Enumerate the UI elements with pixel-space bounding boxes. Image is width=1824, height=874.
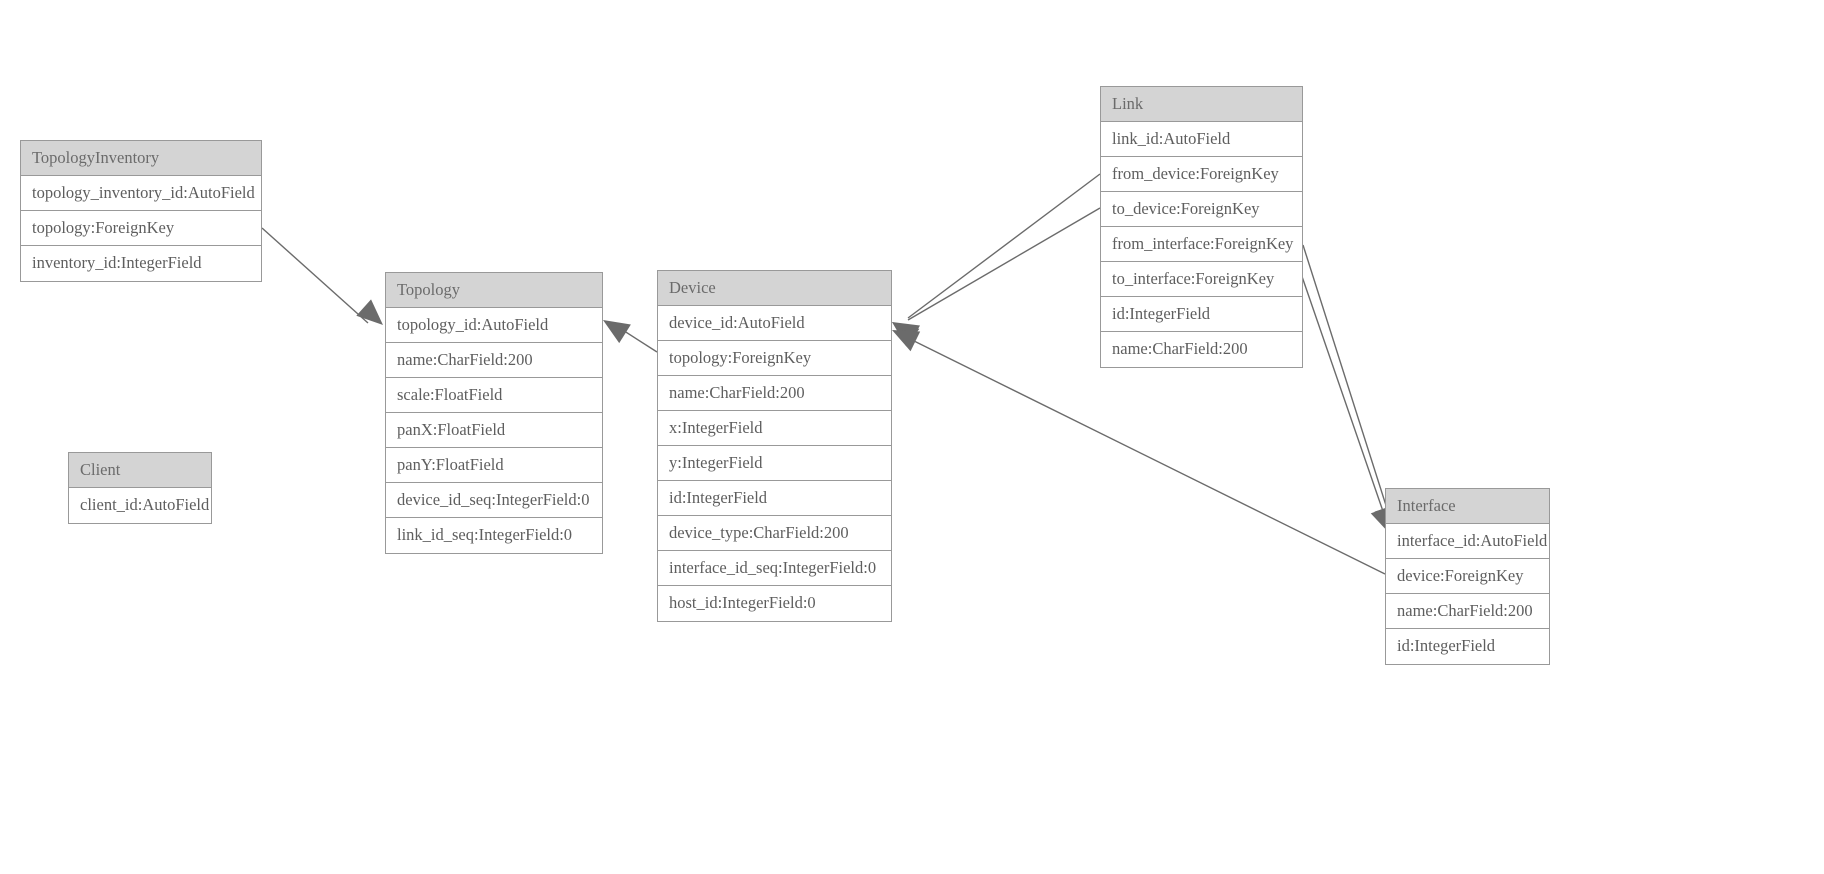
relationship-rel-device-topology xyxy=(603,320,658,353)
relationship-line xyxy=(617,326,658,353)
entity-field-row[interactable]: from_interface:ForeignKey xyxy=(1101,227,1302,262)
entity-field-row[interactable]: id:IntegerField xyxy=(1101,297,1302,332)
entity-header-device: Device xyxy=(658,271,891,306)
entity-header-topology: Topology xyxy=(386,273,602,308)
entity-header-interface: Interface xyxy=(1386,489,1549,524)
entity-field-row[interactable]: interface_id_seq:IntegerField:0 xyxy=(658,551,891,586)
entity-client[interactable]: Client client_id:AutoField xyxy=(68,452,212,524)
relationship-line xyxy=(907,207,1101,321)
entity-field-row[interactable]: scale:FloatField xyxy=(386,378,602,413)
entity-field-row[interactable]: topology:ForeignKey xyxy=(658,341,891,376)
relationship-rel-topologyinventory-topology xyxy=(261,227,383,325)
relationship-line xyxy=(907,337,1386,575)
entity-field-row[interactable]: x:IntegerField xyxy=(658,411,891,446)
relationship-line xyxy=(261,227,369,324)
relationship-rel-link-device-to xyxy=(892,207,1101,345)
entity-field-row[interactable]: topology_inventory_id:AutoField xyxy=(21,176,261,211)
entity-field-row[interactable]: panY:FloatField xyxy=(386,448,602,483)
relationship-rel-link-device-from xyxy=(892,173,1101,347)
entity-field-row[interactable]: inventory_id:IntegerField xyxy=(32,253,202,272)
entity-field-row[interactable]: topology_id:AutoField xyxy=(386,308,602,343)
entity-header-client: Client xyxy=(69,453,211,488)
entity-field-row[interactable]: host_id:IntegerField:0 xyxy=(669,593,816,612)
entity-field-row[interactable]: name:CharField:200 xyxy=(386,343,602,378)
entity-field-row[interactable]: to_interface:ForeignKey xyxy=(1101,262,1302,297)
entity-field-row[interactable]: link_id_seq:IntegerField:0 xyxy=(397,525,573,544)
entity-field-row[interactable]: name:CharField:200 xyxy=(658,376,891,411)
entity-field-row[interactable]: device_type:CharField:200 xyxy=(658,516,891,551)
relationship-arrowhead xyxy=(892,330,921,352)
entity-field-row[interactable]: from_device:ForeignKey xyxy=(1101,157,1302,192)
entity-field-row[interactable]: to_device:ForeignKey xyxy=(1101,192,1302,227)
entity-fields-client: client_id:AutoField xyxy=(69,488,211,523)
entity-field-row[interactable]: device:ForeignKey xyxy=(1386,559,1549,594)
entity-field-row[interactable]: client_id:AutoField xyxy=(80,495,210,514)
relationship-line xyxy=(1302,244,1391,519)
entity-field-row[interactable]: y:IntegerField xyxy=(658,446,891,481)
entity-field-row[interactable]: name:CharField:200 xyxy=(1386,594,1549,629)
entity-field-row[interactable]: panX:FloatField xyxy=(386,413,602,448)
relationship-line xyxy=(907,173,1101,319)
entity-field-row[interactable]: id:IntegerField xyxy=(1397,636,1496,655)
relationship-line xyxy=(1296,261,1387,521)
entity-field-row[interactable]: name:CharField:200 xyxy=(1112,339,1248,358)
entity-field-row[interactable]: device_id_seq:IntegerField:0 xyxy=(386,483,602,518)
entity-field-row[interactable]: interface_id:AutoField xyxy=(1386,524,1549,559)
entity-field-row[interactable]: id:IntegerField xyxy=(658,481,891,516)
entity-field-row[interactable]: device_id:AutoField xyxy=(658,306,891,341)
entity-header-link: Link xyxy=(1101,87,1302,122)
entity-field-row[interactable]: topology:ForeignKey xyxy=(21,211,261,246)
entity-field-row[interactable]: link_id:AutoField xyxy=(1101,122,1302,157)
entity-header-topologyinventory: TopologyInventory xyxy=(21,141,261,176)
